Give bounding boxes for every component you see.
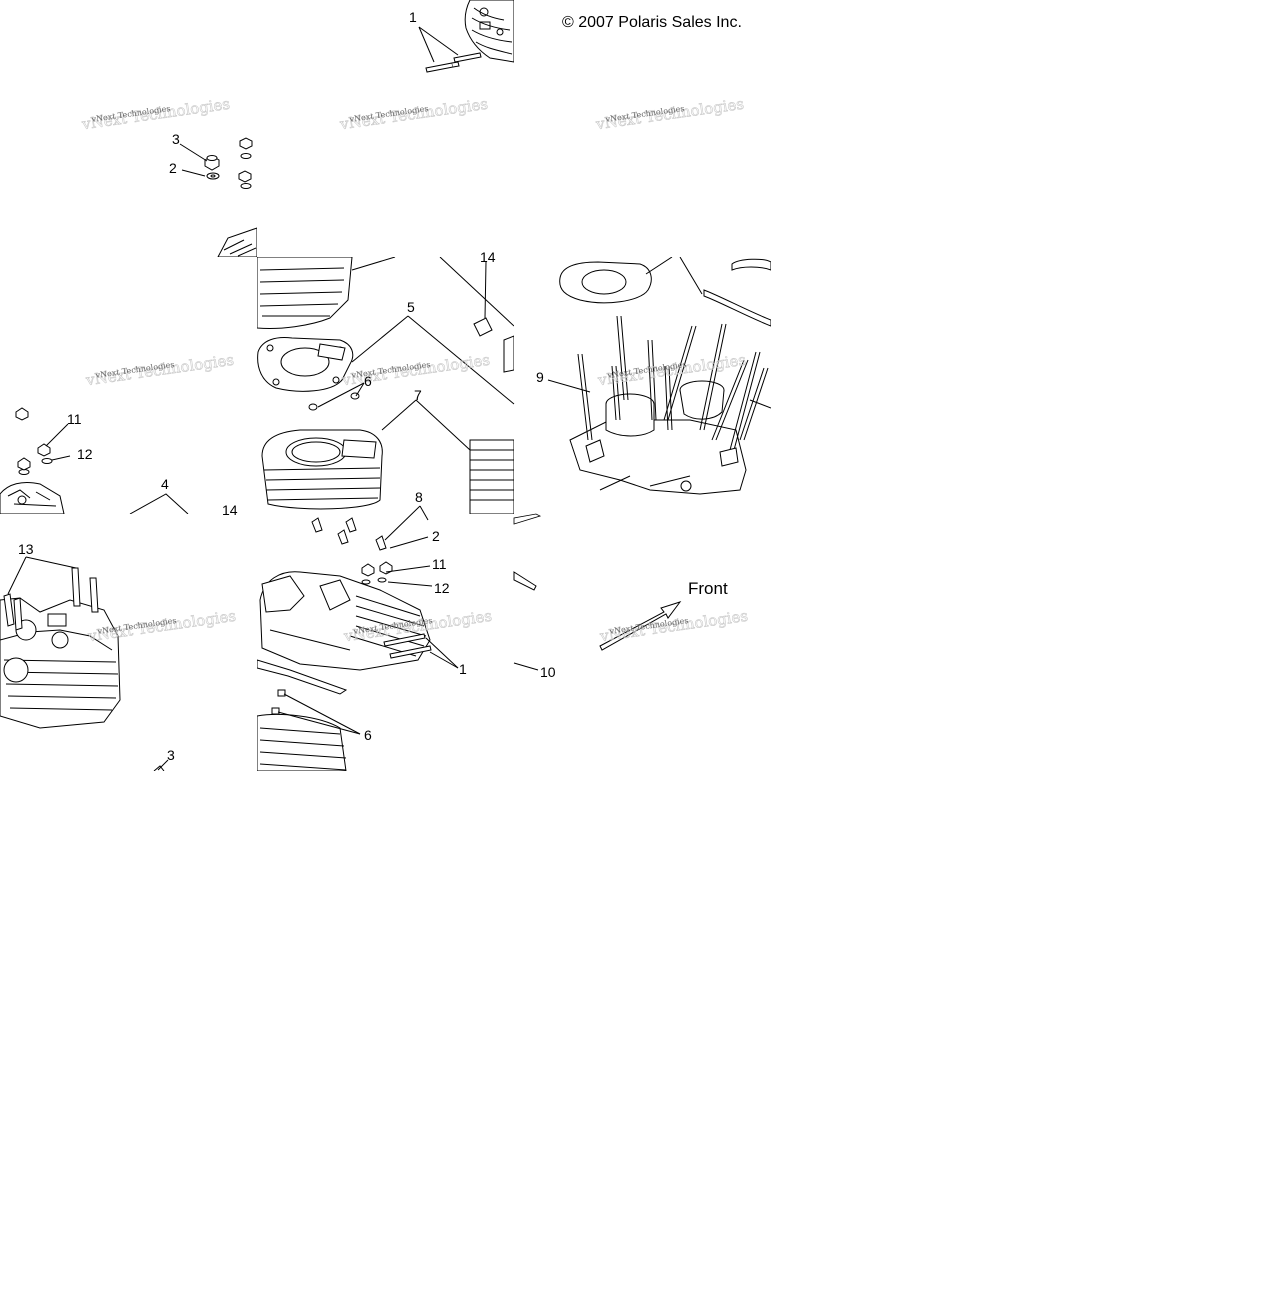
cylinder-head-left xyxy=(0,567,165,771)
nut-washer-group xyxy=(204,137,253,189)
callout-3: 3 xyxy=(172,131,180,147)
callout-12: 12 xyxy=(77,446,93,462)
callout-3: 3 xyxy=(167,747,175,763)
front-label: Front xyxy=(688,579,728,598)
callout-5: 5 xyxy=(407,299,415,315)
callout-6: 6 xyxy=(364,727,372,743)
left-hardware-group xyxy=(0,407,189,514)
callout-2: 2 xyxy=(432,528,440,544)
callout-4: 4 xyxy=(161,476,169,492)
callout-1: 1 xyxy=(409,9,417,25)
callout-6: 6 xyxy=(364,373,372,389)
callout-13: 13 xyxy=(18,541,34,557)
callout-11: 11 xyxy=(67,411,82,427)
front-arrow xyxy=(599,601,682,651)
callout-1: 1 xyxy=(459,661,467,677)
crankcase-assembly xyxy=(559,257,771,495)
callout-10: 10 xyxy=(540,664,556,680)
callout-7: 7 xyxy=(414,387,422,403)
head-fragment-top xyxy=(464,0,514,63)
callout-9: 9 xyxy=(536,369,544,385)
callout-14: 14 xyxy=(222,502,238,518)
watermark-layer: vNext Technologies vNext Technologies vN… xyxy=(80,94,750,645)
cylinder-assembly xyxy=(257,257,514,514)
callout-8: 8 xyxy=(415,489,423,505)
copyright-text: © 2007 Polaris Sales Inc. xyxy=(562,14,742,31)
gasket-fragment-right xyxy=(513,513,542,591)
stud-pair-top xyxy=(425,52,482,73)
callout-12: 12 xyxy=(434,580,450,596)
head-corner-fragment xyxy=(217,227,257,257)
callout-2: 2 xyxy=(169,160,177,176)
cylinder-head-center xyxy=(257,517,432,771)
callout-11: 11 xyxy=(432,556,447,572)
callout-14: 14 xyxy=(480,249,496,265)
callout-labels: 1 3 2 14 5 6 7 9 11 12 4 14 8 2 11 12 13… xyxy=(18,9,556,763)
